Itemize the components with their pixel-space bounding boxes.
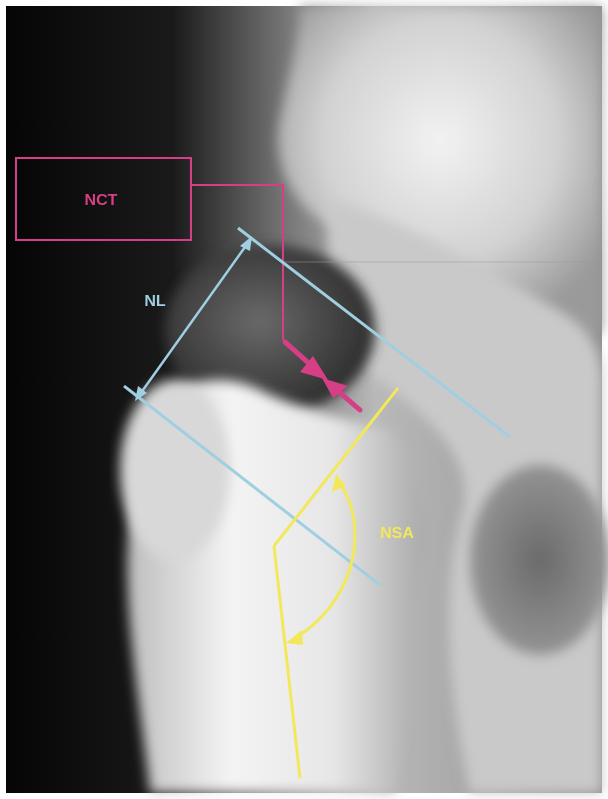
obturator-foramen	[470, 465, 608, 655]
greater-trochanter	[120, 380, 230, 560]
nl-label: NL	[144, 293, 166, 310]
nsa-label: NSA	[380, 525, 414, 542]
nct-label: NCT	[85, 192, 118, 209]
